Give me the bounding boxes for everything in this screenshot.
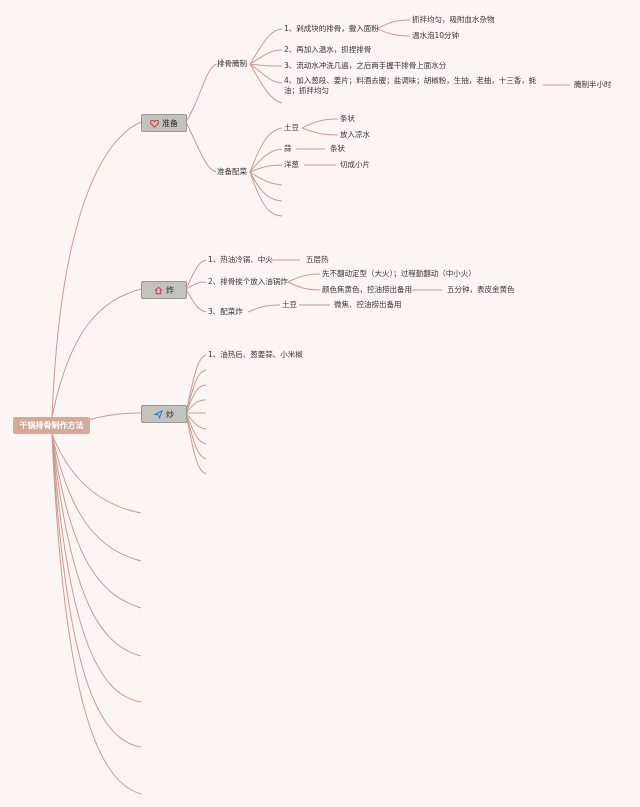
- branch-stir[interactable]: 炒: [141, 405, 187, 423]
- node-m1[interactable]: 1、剁成块的排骨，撒入面粉: [284, 24, 379, 33]
- node-f2b[interactable]: 颜色焦黄色，控油捞出备用: [322, 285, 412, 294]
- node-f2[interactable]: 2、排骨挨个放入油锅炸: [208, 277, 288, 286]
- node-marinate[interactable]: 排骨腌制: [217, 59, 247, 68]
- node-m4[interactable]: 4、加入葱段、姜片；料酒去腥；盐调味；胡椒粉，生抽，老抽，十三香，蚝油；抓拌均匀: [284, 76, 537, 95]
- node-onion[interactable]: 洋葱: [284, 160, 299, 169]
- node-s1[interactable]: 1、油热后、葱姜蒜、小米椒: [208, 350, 303, 359]
- node-f3a[interactable]: 土豆: [282, 300, 297, 309]
- node-m1a[interactable]: 抓拌均匀，吸附血水杂物: [412, 15, 495, 24]
- node-f3b[interactable]: 微焦、控油捞出备用: [334, 300, 402, 309]
- node-garlic[interactable]: 蒜: [284, 144, 292, 153]
- node-m3[interactable]: 3、流动水冲洗几遍，之后两手握干排骨上面水分: [284, 61, 447, 70]
- node-f1[interactable]: 1、热油冷锅、中火: [208, 255, 273, 264]
- node-f1a[interactable]: 五层热: [306, 255, 329, 264]
- node-ingredients[interactable]: 准备配菜: [217, 167, 247, 176]
- node-onion-a[interactable]: 切成小片: [340, 160, 370, 169]
- node-potato-a[interactable]: 条状: [340, 114, 355, 123]
- node-m1b[interactable]: 温水泡10分钟: [412, 31, 460, 40]
- branch-fry[interactable]: 炸: [141, 281, 187, 299]
- send-icon: [154, 409, 163, 419]
- node-potato-b[interactable]: 放入凉水: [340, 130, 370, 139]
- root-node[interactable]: 干锅排骨制作方法: [13, 417, 90, 434]
- node-m2[interactable]: 2、再加入温水，抓捏排骨: [284, 45, 372, 54]
- node-m4a[interactable]: 腌制半小时: [574, 80, 612, 89]
- branch-stir-label: 炒: [166, 409, 174, 419]
- node-garlic-a[interactable]: 条状: [330, 144, 345, 153]
- branch-prep[interactable]: 准备: [141, 114, 187, 132]
- node-f2a[interactable]: 先不翻动定型（大火）；过程勤翻动（中小火）: [322, 269, 476, 278]
- home-icon: [154, 286, 163, 294]
- node-f2c[interactable]: 五分钟，表皮金黄色: [447, 285, 515, 294]
- node-potato[interactable]: 土豆: [284, 123, 299, 132]
- branch-prep-label: 准备: [162, 118, 178, 128]
- branch-fry-label: 炸: [166, 285, 174, 295]
- heart-icon: [150, 119, 159, 128]
- node-f3[interactable]: 3、配菜炸: [208, 307, 243, 316]
